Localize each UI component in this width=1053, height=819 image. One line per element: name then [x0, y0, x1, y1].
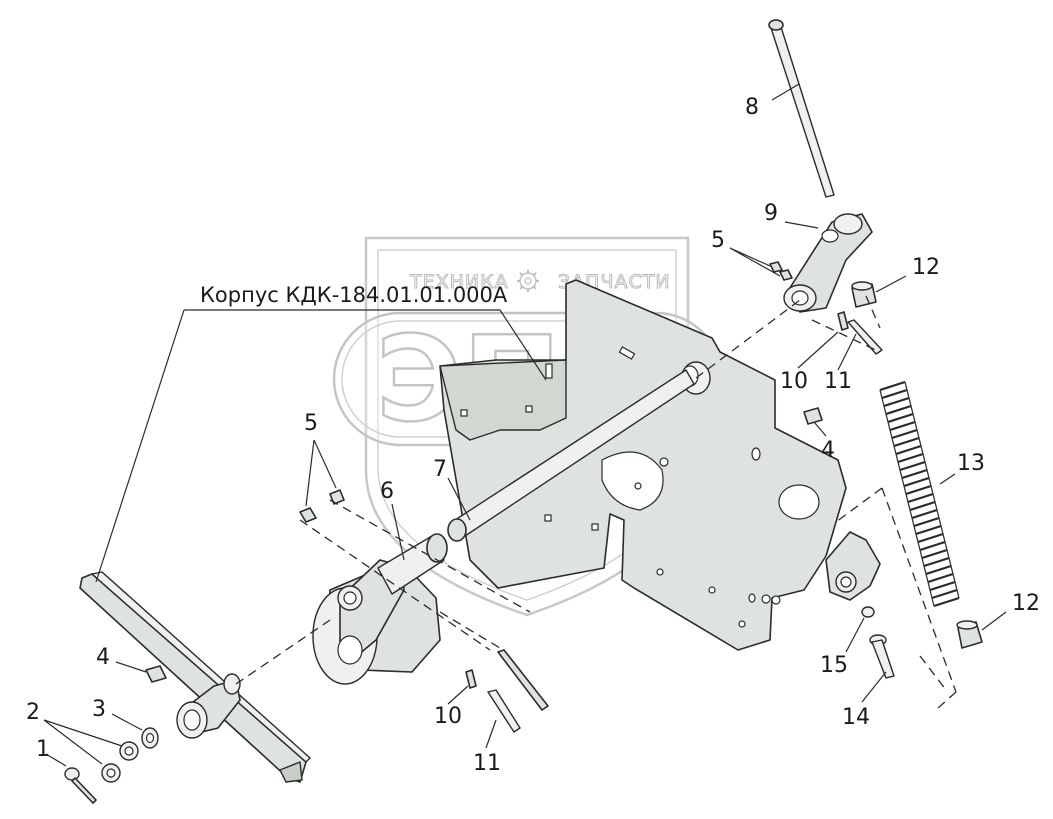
- part-7-shaft: [447, 369, 695, 542]
- assembly-line-right: [835, 487, 957, 709]
- callout-5-right: 5: [711, 228, 725, 253]
- part-12-nut-bottom: [956, 611, 1007, 649]
- callout-2: 2: [26, 700, 40, 725]
- part-13-spring: [879, 380, 960, 608]
- part-10-pin-right: [797, 311, 849, 369]
- part-11-bolt-left: [485, 649, 549, 749]
- part-6-drum: [312, 503, 448, 685]
- callout-9: 9: [764, 201, 778, 226]
- callout-4-right: 4: [821, 438, 835, 463]
- part-9-lever: [783, 213, 873, 313]
- watermark-brand-left: ТЕХНИКА: [409, 271, 509, 293]
- part-8-rod: [768, 19, 835, 198]
- part-12-nut-top: [851, 275, 907, 308]
- callout-3: 3: [92, 697, 106, 722]
- callout-6: 6: [380, 479, 394, 504]
- part-5-nuts-left: [299, 439, 345, 523]
- part-10-pin-left: [447, 669, 477, 705]
- part-5-nuts-right: [729, 247, 793, 281]
- title-callout: Корпус КДК-184.01.01.000А: [95, 283, 547, 583]
- part-1-cotter-pin: [45, 753, 97, 804]
- callout-5-left: 5: [304, 411, 318, 436]
- callout-1: 1: [36, 737, 50, 762]
- part-4-nipple-right: [803, 407, 827, 437]
- part-2-washers: [43, 719, 139, 783]
- callout-4-left: 4: [96, 645, 110, 670]
- callout-15: 15: [820, 653, 848, 678]
- callout-13: 13: [957, 451, 985, 476]
- part-14-pin: [861, 634, 895, 703]
- gear-icon: [517, 270, 539, 292]
- callout-11-left: 11: [473, 751, 501, 776]
- part-4-nipple-left: [115, 661, 167, 683]
- callout-11-right: 11: [824, 369, 852, 394]
- callout-12-bottom: 12: [1012, 591, 1040, 616]
- callout-8: 8: [745, 95, 759, 120]
- callout-10-right: 10: [780, 369, 808, 394]
- assembly-title: Корпус КДК-184.01.01.000А: [200, 283, 508, 307]
- part-15-washer: [845, 606, 875, 653]
- assembly-lines: [235, 295, 881, 685]
- left-bracket-plate: [79, 571, 311, 783]
- part-3-washer: [111, 713, 159, 749]
- callout-12-top: 12: [912, 255, 940, 280]
- callout-14: 14: [842, 705, 870, 730]
- callout-numbers: 1 2 3 4 4 5 5 6 7 8 9 10 10 11 11 12 12 …: [26, 95, 1040, 776]
- callout-10-left: 10: [434, 704, 462, 729]
- callout-7: 7: [433, 457, 447, 482]
